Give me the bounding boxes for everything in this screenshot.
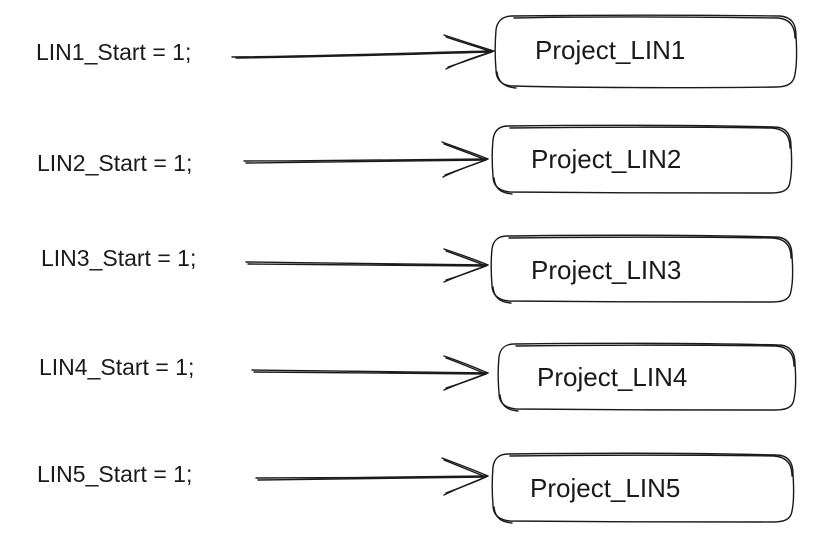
arrow-3 (245, 248, 489, 283)
row-1: LIN1_Start = 1; Project_LIN1 (36, 14, 798, 89)
start-label: LIN2_Start = 1; (37, 150, 192, 176)
project-box-2 (491, 124, 793, 195)
row-2: LIN2_Start = 1; Project_LIN2 (37, 124, 793, 195)
arrow-1 (231, 34, 495, 70)
project-box-4 (497, 342, 797, 412)
project-label: Project_LIN2 (531, 144, 681, 174)
row-3: LIN3_Start = 1; Project_LIN3 (41, 234, 794, 304)
project-label: Project_LIN4 (537, 362, 687, 392)
project-box-1 (494, 14, 798, 89)
arrow-5 (255, 457, 489, 496)
row-4: LIN4_Start = 1; Project_LIN4 (39, 342, 797, 412)
project-label: Project_LIN5 (530, 473, 680, 503)
start-label: LIN1_Start = 1; (36, 39, 191, 65)
start-label: LIN5_Start = 1; (37, 461, 192, 487)
start-label: LIN4_Start = 1; (39, 354, 194, 380)
start-label: LIN3_Start = 1; (41, 245, 196, 271)
arrow-4 (251, 355, 489, 391)
project-label: Project_LIN3 (531, 255, 681, 285)
project-box-3 (490, 234, 794, 304)
row-5: LIN5_Start = 1; Project_LIN5 (37, 452, 795, 524)
arrow-2 (243, 141, 489, 178)
project-label: Project_LIN1 (535, 35, 685, 65)
project-box-5 (491, 452, 795, 524)
